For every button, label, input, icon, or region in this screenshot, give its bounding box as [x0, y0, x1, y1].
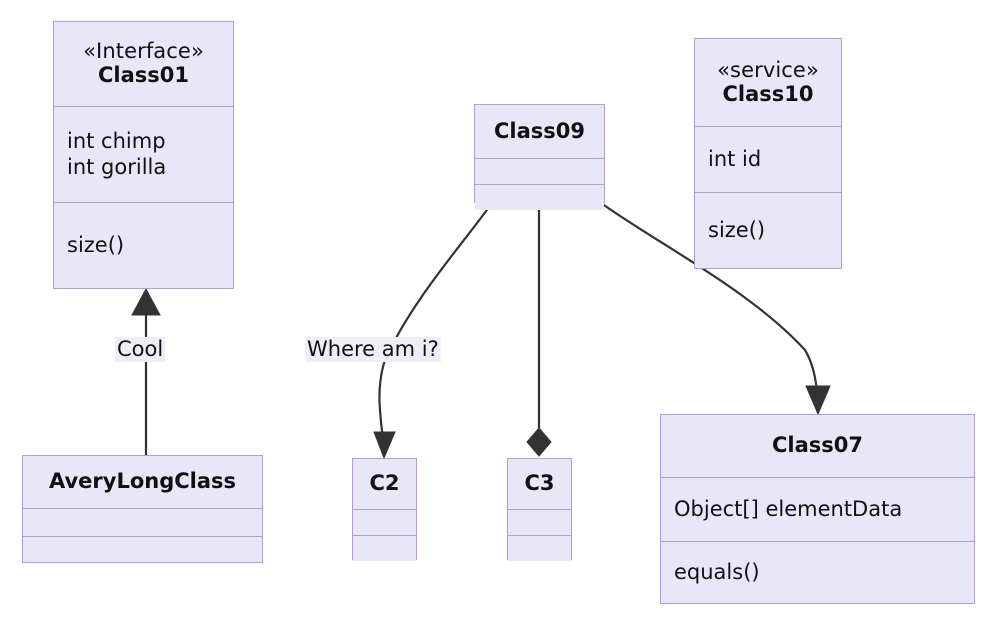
- c3-name: C3: [524, 471, 555, 496]
- edge-class09-to-c3: [526, 203, 552, 457]
- class10-name: Class10: [722, 81, 814, 106]
- class07-methods-compartment: equals(): [661, 541, 974, 603]
- class01-methods-compartment: size(): [54, 202, 233, 288]
- inheritance-triangle-icon: [131, 287, 161, 316]
- uml-class-averylongclass[interactable]: AveryLongClass: [22, 455, 263, 563]
- averylongclass-name: AveryLongClass: [48, 469, 237, 494]
- class10-attributes-compartment: int id: [695, 126, 841, 192]
- uml-class-class10[interactable]: «service» Class10 int id size(): [694, 38, 842, 269]
- class01-name: Class01: [97, 63, 189, 87]
- class07-attribute: Object[] elementData: [674, 496, 903, 521]
- class01-attribute: int gorilla: [67, 154, 167, 179]
- uml-class-class07[interactable]: Class07 Object[] elementData equals(): [660, 414, 975, 604]
- uml-class-class09[interactable]: Class09: [474, 104, 605, 210]
- class01-attributes-compartment: int chimp int gorilla: [54, 106, 233, 202]
- edge-averylongclass-to-class01: [131, 287, 161, 455]
- filled-arrow-icon-c2: [373, 431, 396, 460]
- uml-class-c2[interactable]: C2: [352, 458, 417, 561]
- averylongclass-title-compartment: AveryLongClass: [23, 456, 262, 508]
- class10-attribute: int id: [708, 146, 762, 171]
- class07-attributes-compartment: Object[] elementData: [661, 477, 974, 541]
- class09-title-compartment: Class09: [475, 105, 604, 158]
- class07-name: Class07: [771, 433, 863, 458]
- c3-methods-compartment: [508, 535, 571, 561]
- c2-title-compartment: C2: [353, 459, 416, 509]
- c3-attributes-compartment: [508, 509, 571, 535]
- c2-methods-compartment: [353, 535, 416, 561]
- averylongclass-attributes-compartment: [23, 508, 262, 536]
- c2-name: C2: [369, 471, 400, 496]
- edge-label-cool: Cool: [115, 337, 166, 363]
- uml-class-class01[interactable]: «Interface» Class01 int chimp int gorill…: [53, 21, 234, 289]
- class10-methods-compartment: size(): [695, 192, 841, 268]
- class10-stereotype: «service»: [717, 57, 819, 82]
- class09-attributes-compartment: [475, 158, 604, 184]
- class01-attribute: int chimp: [67, 128, 166, 153]
- class09-name: Class09: [493, 118, 585, 143]
- class09-methods-compartment: [475, 184, 604, 210]
- edge-class09-to-c2: [373, 202, 493, 460]
- class01-method: size(): [67, 232, 125, 257]
- edge-line-c2: [378, 202, 493, 449]
- class01-title-compartment: «Interface» Class01: [54, 22, 233, 106]
- filled-arrow-icon-class07: [805, 385, 831, 416]
- class10-method: size(): [708, 217, 766, 242]
- class01-stereotype: «Interface»: [83, 39, 204, 64]
- class07-title-compartment: Class07: [661, 415, 974, 477]
- edge-label-where-am-i: Where am i?: [305, 337, 441, 363]
- filled-diamond-icon-c3: [526, 427, 552, 457]
- class10-title-compartment: «service» Class10: [695, 39, 841, 126]
- c3-title-compartment: C3: [508, 459, 571, 509]
- c2-attributes-compartment: [353, 509, 416, 535]
- class07-method: equals(): [674, 559, 760, 584]
- uml-class-c3[interactable]: C3: [507, 458, 572, 561]
- averylongclass-methods-compartment: [23, 536, 262, 562]
